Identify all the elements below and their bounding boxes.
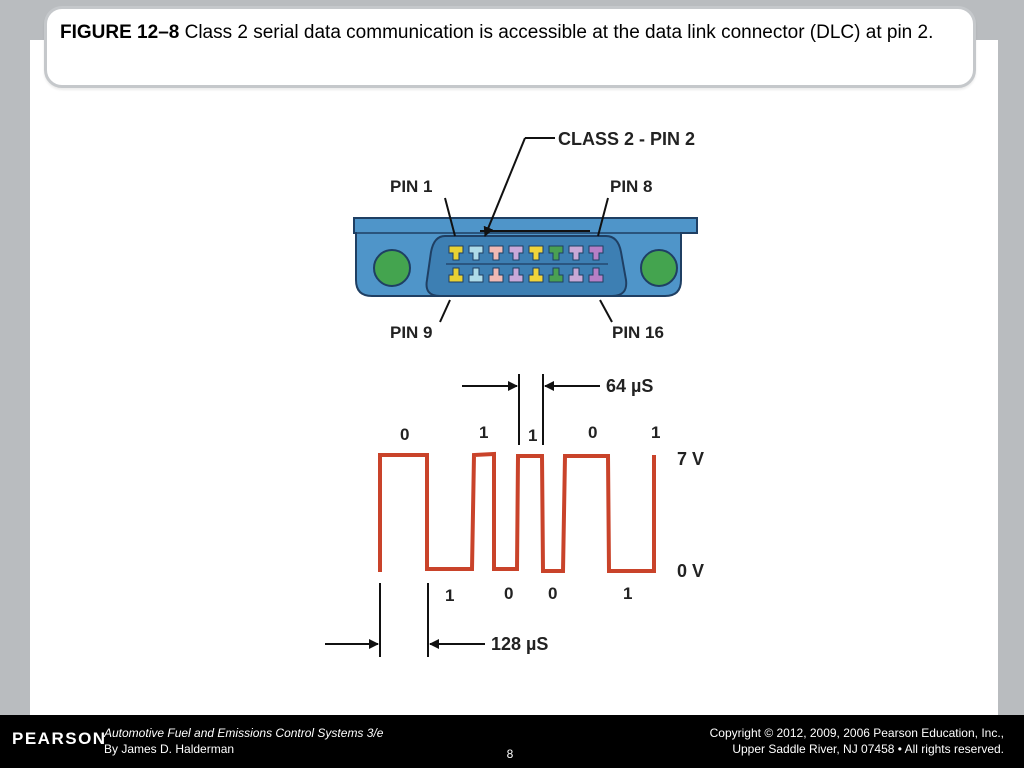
pin8-leader bbox=[597, 197, 609, 237]
level-0v-label: 0 V bbox=[677, 561, 704, 581]
pin-terminal bbox=[508, 267, 524, 283]
mount-hole-right bbox=[640, 249, 678, 287]
pin-terminal bbox=[468, 267, 484, 283]
dlc-connector bbox=[353, 217, 698, 297]
bit-top-3: 1 bbox=[528, 426, 537, 445]
pin-terminal bbox=[528, 245, 544, 261]
pin1-label: PIN 1 bbox=[390, 177, 433, 196]
book-title: Automotive Fuel and Emissions Control Sy… bbox=[104, 726, 384, 740]
pin-terminal bbox=[568, 267, 584, 283]
figure-caption: FIGURE 12–8 Class 2 serial data communic… bbox=[60, 20, 940, 45]
pin-terminal bbox=[548, 267, 564, 283]
pin-terminal bbox=[488, 245, 504, 261]
pin-terminal bbox=[588, 245, 604, 261]
level-7v-label: 7 V bbox=[677, 449, 704, 469]
pin-terminal bbox=[528, 267, 544, 283]
pin-terminal bbox=[568, 245, 584, 261]
bit-bottom-3: 0 bbox=[548, 584, 557, 603]
serial-waveform bbox=[378, 451, 656, 573]
pin9-leader bbox=[439, 299, 451, 323]
class2-pointer-arrow bbox=[483, 137, 526, 237]
pin-terminal bbox=[548, 245, 564, 261]
pin16-label: PIN 16 bbox=[612, 323, 664, 342]
pin-terminal bbox=[448, 267, 464, 283]
copyright-line-1: Copyright © 2012, 2009, 2006 Pearson Edu… bbox=[709, 726, 1004, 740]
caption-text: Class 2 serial data communication is acc… bbox=[179, 22, 934, 43]
dlc-diagram: CLASS 2 - PIN 2 PIN 1 PIN 8 PIN 9 PIN 16… bbox=[325, 129, 704, 657]
bit-top-2: 1 bbox=[479, 423, 488, 442]
pin-row-top bbox=[448, 245, 604, 261]
pin-terminal bbox=[588, 267, 604, 283]
author-name: By James D. Halderman bbox=[104, 742, 235, 756]
bit-top-1: 0 bbox=[400, 425, 409, 444]
pin9-label: PIN 9 bbox=[390, 323, 433, 342]
pin-terminal bbox=[448, 245, 464, 261]
page-number: 8 bbox=[506, 747, 514, 761]
pin16-leader bbox=[599, 299, 613, 323]
time-64us-label: 64 µS bbox=[606, 376, 653, 396]
connector-socket bbox=[425, 235, 628, 297]
caption-banner bbox=[44, 6, 976, 88]
pin1-leader bbox=[444, 197, 456, 237]
figure-label: FIGURE 12–8 bbox=[60, 22, 180, 43]
pin-row-bottom bbox=[448, 267, 604, 283]
time-128us-label: 128 µS bbox=[491, 634, 548, 654]
footer-bar: PEARSON Automotive Fuel and Emissions Co… bbox=[0, 715, 1024, 768]
bit-bottom-2: 0 bbox=[504, 584, 513, 603]
pin-terminal bbox=[468, 245, 484, 261]
bit-bottom-4: 1 bbox=[623, 584, 632, 603]
bit-top-5: 1 bbox=[651, 423, 660, 442]
bit-top-4: 0 bbox=[588, 423, 597, 442]
pearson-logo: PEARSON bbox=[12, 729, 107, 748]
bit-bottom-1: 1 bbox=[445, 586, 454, 605]
slide-frame bbox=[30, 40, 998, 715]
pin-terminal bbox=[508, 245, 524, 261]
class2-pin2-label: CLASS 2 - PIN 2 bbox=[558, 129, 695, 149]
mount-hole-left bbox=[373, 249, 411, 287]
pin8-label: PIN 8 bbox=[610, 177, 653, 196]
pin-terminal bbox=[488, 267, 504, 283]
copyright-line-2: Upper Saddle River, NJ 07458 • All right… bbox=[732, 742, 1004, 756]
